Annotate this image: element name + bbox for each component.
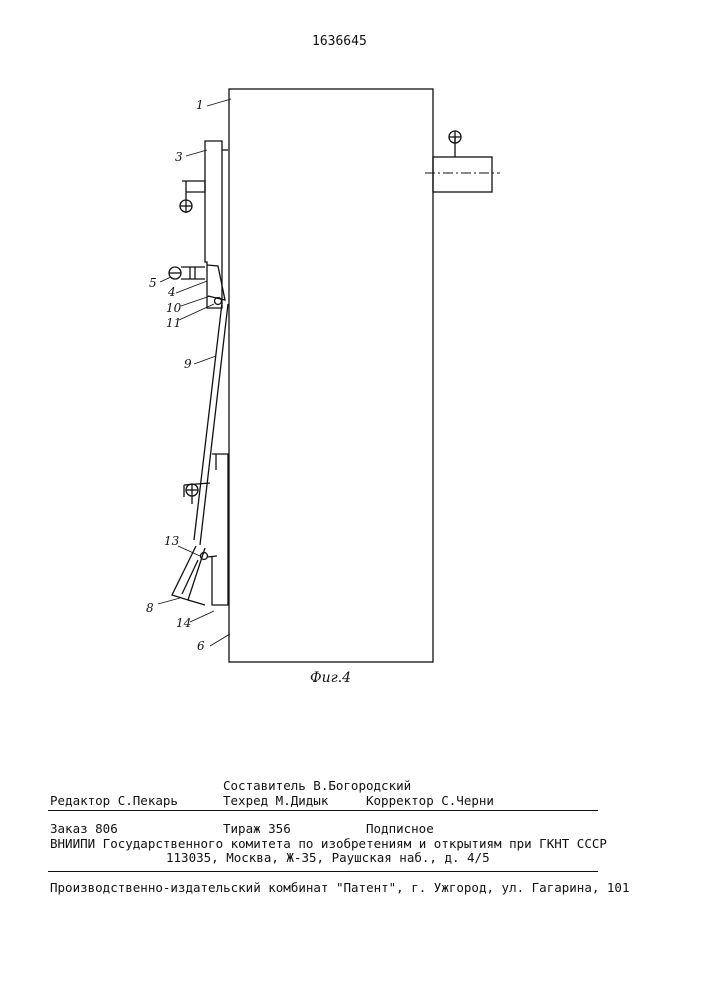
callout-14: 14 bbox=[176, 616, 191, 630]
editor: Редактор С.Пекарь bbox=[50, 793, 178, 808]
strip bbox=[194, 303, 228, 545]
callout-9: 9 bbox=[184, 357, 192, 371]
divider-1 bbox=[48, 810, 598, 811]
callout-6: 6 bbox=[197, 639, 205, 653]
callout-5: 5 bbox=[149, 276, 157, 290]
callout-8: 8 bbox=[146, 601, 154, 615]
composer: Составитель В.Богородский bbox=[223, 778, 411, 793]
callout-10: 10 bbox=[166, 301, 181, 315]
order: Заказ 806 bbox=[50, 821, 118, 836]
lower-bracket bbox=[212, 454, 228, 605]
callout-13: 13 bbox=[164, 534, 179, 548]
callout-3: 3 bbox=[175, 150, 183, 164]
main-body bbox=[229, 89, 433, 662]
shaft bbox=[433, 157, 492, 192]
publisher-line: Производственно-издательский комбинат "П… bbox=[50, 880, 629, 895]
divider-2 bbox=[48, 871, 598, 872]
corrector: Корректор С.Черни bbox=[366, 793, 494, 808]
vniipi-line: ВНИИПИ Государственного комитета по изоб… bbox=[50, 836, 607, 851]
handle bbox=[172, 546, 205, 600]
callout-4: 4 bbox=[168, 285, 176, 299]
circulation: Тираж 356 bbox=[223, 821, 291, 836]
upper-bracket bbox=[205, 141, 222, 308]
techred: Техред М.Дидык bbox=[223, 793, 328, 808]
callout-1: 1 bbox=[196, 98, 204, 112]
subscription: Подписное bbox=[366, 821, 434, 836]
address-line: 113035, Москва, Ж-35, Раушская наб., д. … bbox=[166, 850, 490, 865]
callout-11: 11 bbox=[166, 316, 181, 330]
figure-caption: Фиг.4 bbox=[310, 670, 351, 686]
